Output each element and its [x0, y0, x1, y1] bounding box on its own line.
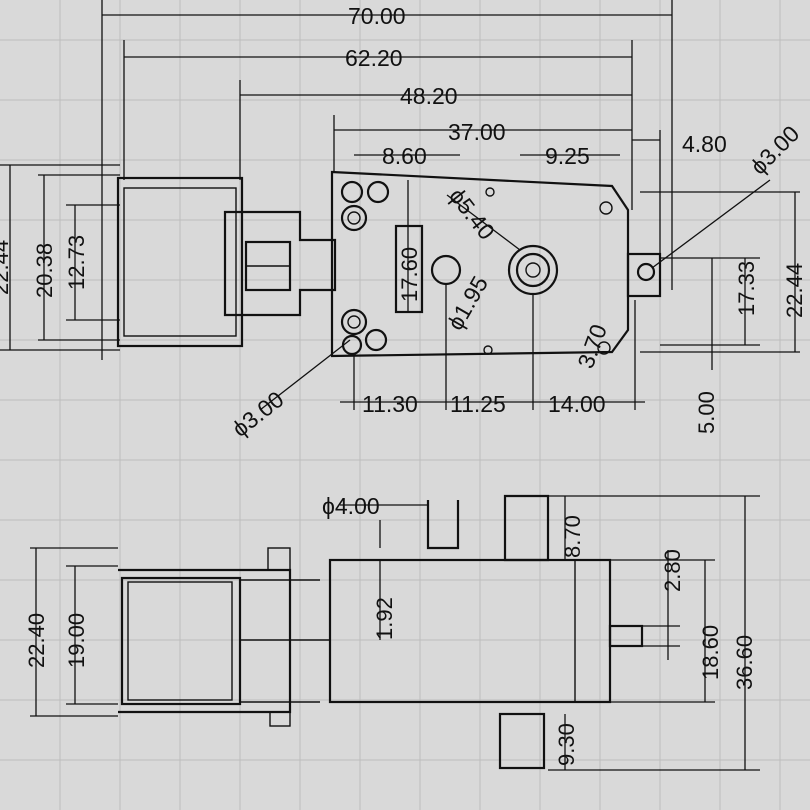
- shaft-top: [503, 494, 550, 562]
- motor-clip: [223, 210, 337, 317]
- dim-5-00: 5.00: [694, 391, 719, 434]
- dim-overall-length: 70.00: [348, 3, 406, 29]
- shaft-collar: [426, 500, 460, 550]
- dim-36-60: 36.60: [732, 635, 757, 690]
- dim-48-20: 48.20: [400, 83, 458, 109]
- dim-18-60: 18.60: [698, 625, 723, 680]
- mount-hole: [364, 328, 388, 352]
- dim-2-80: 2.80: [660, 549, 685, 592]
- mount-hole: [341, 334, 363, 356]
- dim-17-33: 17.33: [734, 261, 759, 316]
- top-view: 70.00 62.20 48.20 37.00 8.60 9.25 4.80 ϕ…: [0, 0, 807, 442]
- output-stub: [608, 624, 644, 648]
- mount-hole: [340, 204, 368, 232]
- dim-9-25: 9.25: [545, 143, 590, 169]
- motor-body: [116, 176, 244, 348]
- dim-22-44-right: 22.44: [782, 263, 807, 318]
- dim-14-00: 14.00: [548, 391, 606, 417]
- dim-9-30: 9.30: [554, 723, 579, 766]
- dim-3-70: 3.70: [572, 321, 612, 372]
- mount-hole: [366, 180, 390, 204]
- mount-hole: [340, 180, 364, 204]
- dim-37-00: 37.00: [448, 119, 506, 145]
- tab-hole: [636, 262, 656, 282]
- output-shaft-boss: [507, 244, 559, 296]
- dim-22-40: 22.40: [24, 613, 49, 668]
- dim-dia-5-40: ϕ5.40: [444, 183, 500, 244]
- dim-dia-1-95: ϕ1.95: [442, 272, 493, 335]
- dim-8-60: 8.60: [382, 143, 427, 169]
- dim-11-25: 11.25: [450, 391, 506, 417]
- label-box: [394, 224, 424, 314]
- motor-bracket: [118, 568, 292, 714]
- dim-12-73: 12.73: [64, 235, 89, 290]
- dim-1-92: 1.92: [372, 597, 397, 640]
- motor-body-side: [120, 576, 242, 706]
- dim-hole-dia-top: ϕ3.00: [745, 120, 804, 179]
- shaft-bottom: [498, 712, 546, 770]
- dim-20-38: 20.38: [32, 243, 57, 298]
- mount-hole: [340, 308, 368, 336]
- dim-17-60: 17.60: [397, 247, 422, 302]
- center-hole: [430, 254, 462, 286]
- dim-22-44-left: 22.44: [0, 240, 13, 295]
- dim-19-00: 19.00: [64, 613, 89, 668]
- dim-4-80: 4.80: [682, 131, 727, 157]
- gearbox-housing: [330, 170, 630, 358]
- side-view: ϕ4.00 8.70 1.92 2.80 18.60 36.60 22.40 1…: [24, 493, 760, 771]
- mounting-tab: [626, 252, 662, 298]
- dim-62-20: 62.20: [345, 45, 403, 71]
- dim-8-70: 8.70: [560, 515, 585, 558]
- dim-11-30: 11.30: [362, 391, 418, 417]
- dim-shaft-dia: ϕ4.00: [322, 493, 380, 519]
